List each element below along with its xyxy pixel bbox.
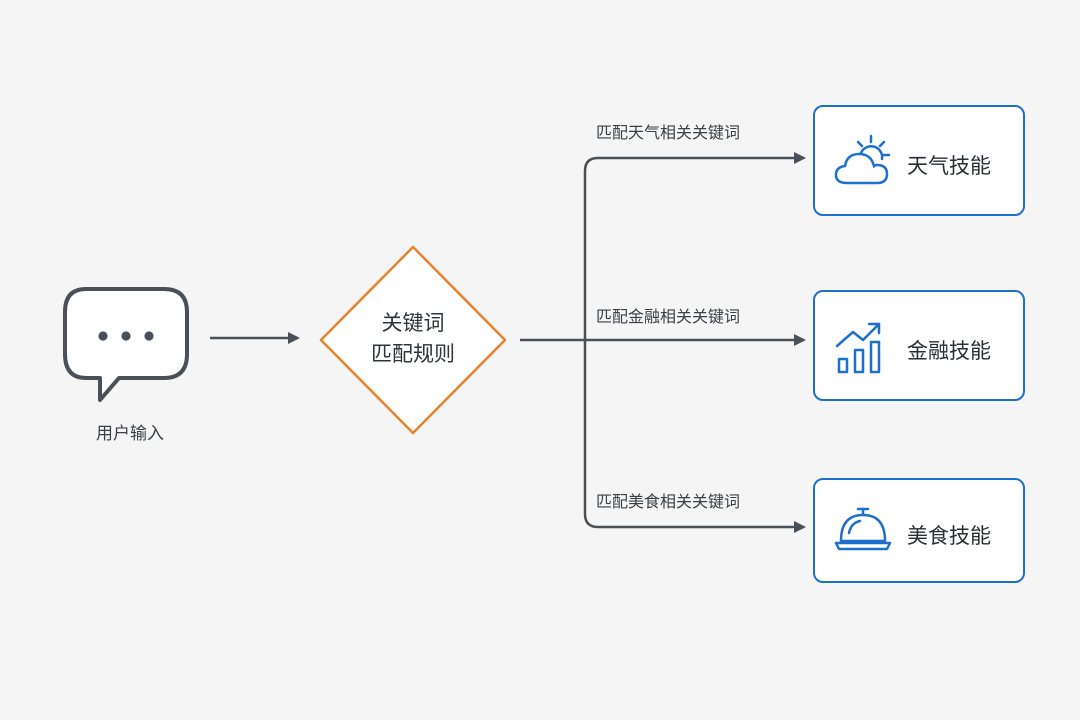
condition-finance: 匹配金融相关关键词 [596,307,741,326]
skill-name-weather: 天气技能 [907,154,991,178]
finance-chart-icon [835,322,881,374]
skill-box-food: 美食技能 [813,478,1025,583]
condition-food: 匹配美食相关关键词 [596,492,741,511]
user-input-label: 用户输入 [96,424,164,444]
food-cloche-icon [834,507,892,551]
skill-box-finance: 金融技能 [813,290,1025,401]
chat-bubble-icon [63,287,189,402]
rule-text: 关键词 匹配规则 [330,308,496,370]
condition-weather: 匹配天气相关关键词 [596,123,741,142]
rule-line-1: 关键词 [381,311,445,335]
skill-box-weather: 天气技能 [813,105,1025,216]
rule-line-2: 匹配规则 [371,342,455,366]
skill-name-finance: 金融技能 [907,339,991,363]
skill-name-food: 美食技能 [907,524,991,548]
weather-icon [834,134,891,185]
trunk-line [583,156,599,529]
rule-diamond [319,245,507,435]
